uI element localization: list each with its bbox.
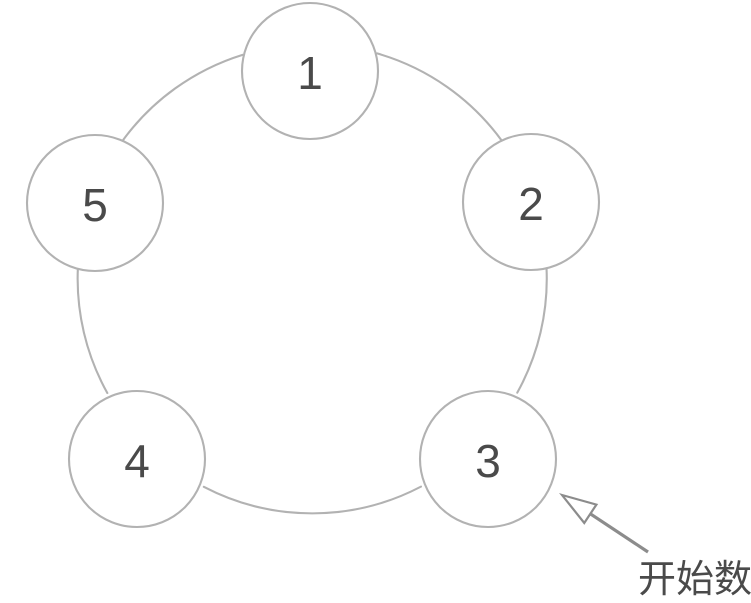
node-3[interactable]: 3	[418, 389, 558, 529]
edge-2-to-3	[516, 266, 548, 394]
node-2[interactable]: 2	[461, 132, 601, 272]
node-circle-3[interactable]	[418, 389, 558, 529]
node-label-5: 5	[82, 179, 108, 231]
node-layer: 1 2 3 4 5	[25, 1, 601, 529]
node-1[interactable]: 1	[240, 1, 380, 141]
node-circle-4[interactable]	[67, 389, 207, 529]
edge-3-to-4	[202, 485, 423, 515]
node-label-1: 1	[297, 47, 323, 99]
node-circle-5[interactable]	[25, 133, 165, 273]
edge-layer	[76, 52, 548, 515]
node-label-4: 4	[124, 435, 150, 487]
node-circle-1[interactable]	[240, 1, 380, 141]
edge-5-to-1	[121, 53, 244, 143]
edge-4-to-5	[76, 267, 109, 395]
node-5[interactable]: 5	[25, 133, 165, 273]
edge-1-to-2	[376, 52, 503, 142]
node-label-3: 3	[475, 435, 501, 487]
annotation-label: 开始数	[638, 557, 751, 601]
node-4[interactable]: 4	[67, 389, 207, 529]
node-circle-2[interactable]	[461, 132, 601, 272]
annotation-arrow-shaft	[589, 512, 649, 554]
start-annotation-group: 开始数	[559, 493, 751, 601]
annotation-arrow-head-icon	[559, 493, 599, 525]
node-label-2: 2	[518, 178, 544, 230]
